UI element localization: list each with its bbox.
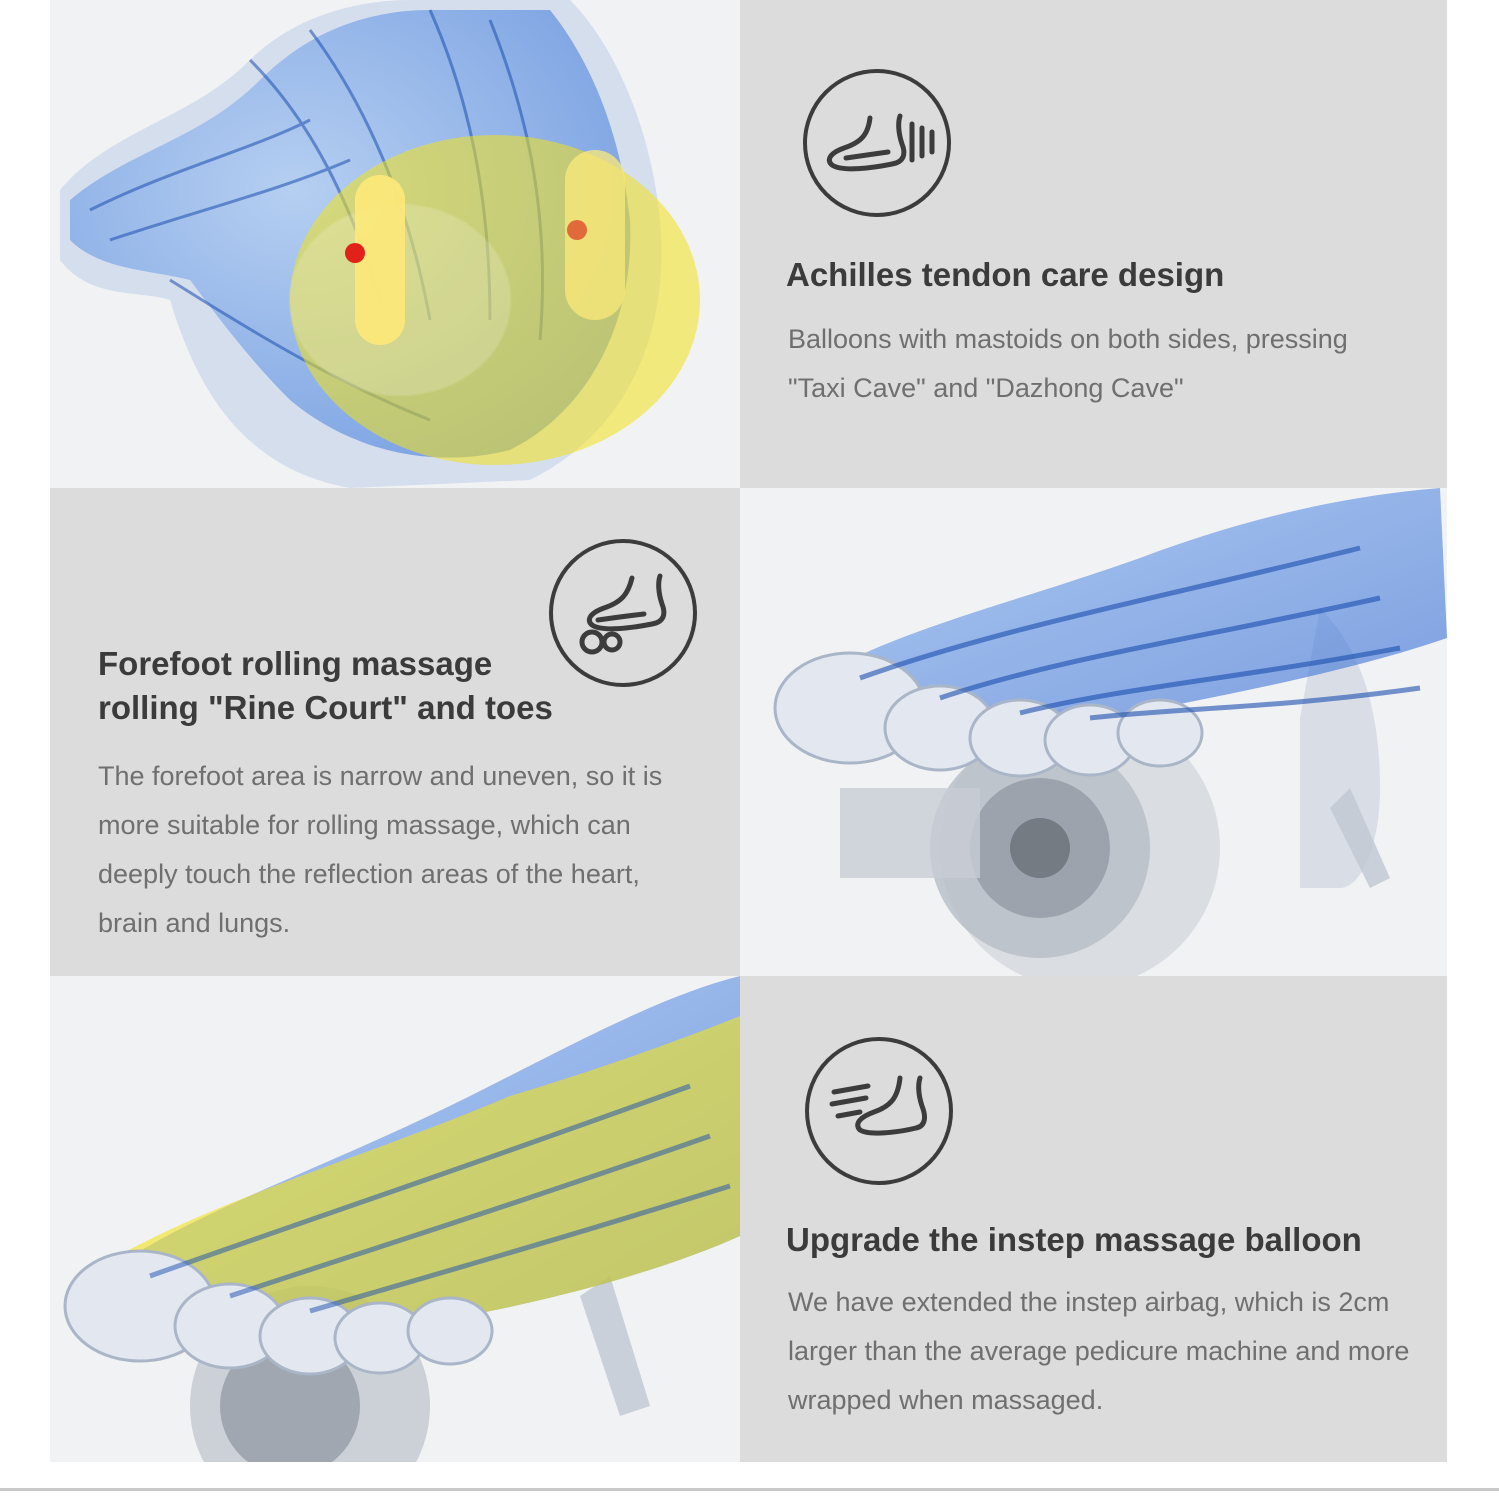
heel-massage-icon [803,69,951,217]
instep-title: Upgrade the instep massage balloon [786,1221,1362,1258]
achilles-section-panel: Achilles tendon care design Balloons wit… [740,0,1447,488]
forefoot-section-panel: Forefoot rolling massage rolling "Rine C… [50,488,740,976]
instep-airbag-illustration [63,976,740,1462]
acupoint-left-marker [345,243,365,263]
achilles-title: Achilles tendon care design [786,256,1225,293]
achilles-description: Balloons with mastoids on both sides, pr… [788,324,1348,403]
forefoot-title-line1: Forefoot rolling massage [98,645,493,682]
forefoot-roller-illustration-panel [740,488,1447,976]
forefoot-description: The forefoot area is narrow and uneven, … [98,761,663,938]
forefoot-roller-illustration [773,488,1447,976]
instep-illustration-panel [50,976,740,1462]
acupoint-right-marker [567,220,587,240]
instep-section-panel: Upgrade the instep massage balloon We ha… [740,976,1447,1462]
heel-foot-illustration [60,0,700,488]
forefoot-title-line2: rolling "Rine Court" and toes [98,689,553,726]
instep-description: We have extended the instep airbag, whic… [788,1287,1410,1415]
heel-illustration-panel [50,0,740,488]
bottom-divider [0,1488,1499,1491]
forefoot-roller-icon [549,539,697,687]
instep-airbag-icon [805,1037,953,1185]
